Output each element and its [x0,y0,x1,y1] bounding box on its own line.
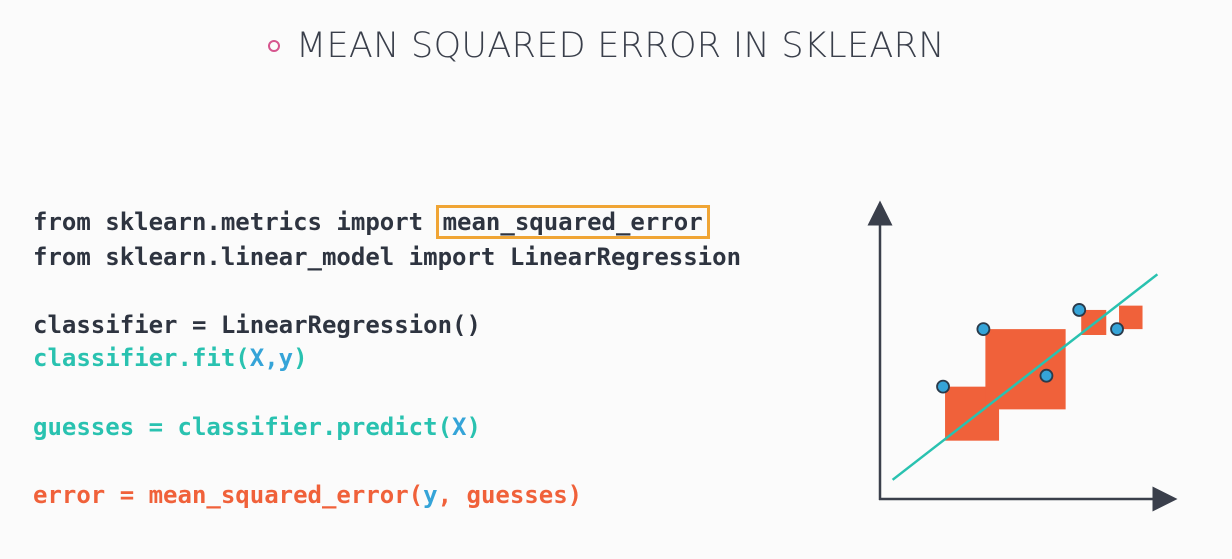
data-point [1110,322,1124,337]
predict-call: guesses = classifier.predict( [33,413,453,441]
fit-call: classifier.fit( [33,344,250,372]
import-metrics-text: from sklearn.metrics import [33,208,438,236]
bullet-circle-icon [268,40,280,52]
data-point [976,322,991,337]
mse-arg-y: y [423,481,438,509]
regression-diagram [867,200,1178,512]
code-block: from sklearn.metrics import mean_squared… [33,205,741,509]
predict-args: X [452,413,467,441]
error-square [1119,305,1143,330]
regression-line [891,273,1159,481]
fit-args: X,y [249,344,294,372]
error-squares [945,305,1143,441]
highlighted-function-name: mean_squared_error [435,205,710,239]
title-text: MEAN SQUARED ERROR IN SKLEARN [296,26,945,66]
slide-title: MEAN SQUARED ERROR IN SKLEARN [268,26,945,66]
data-point [1072,303,1087,317]
mse-rest: , guesses) [437,481,583,509]
fit-close: ) [293,344,308,372]
mse-call: error = mean_squared_error( [33,481,424,509]
data-point [1039,368,1054,383]
error-square [1048,360,1064,376]
code-line-4: classifier.fit(X,y) [33,341,308,375]
code-line-3: classifier = LinearRegression() [33,311,481,339]
data-points [936,303,1124,394]
predict-close: ) [466,413,481,441]
code-line-5: guesses = classifier.predict(X) [33,410,481,444]
data-point [936,379,950,394]
code-line-1: from sklearn.metrics import mean_squared… [33,205,710,239]
code-line-2: from sklearn.linear_model import LinearR… [33,243,742,271]
code-line-6: error = mean_squared_error(y, guesses) [33,478,582,512]
